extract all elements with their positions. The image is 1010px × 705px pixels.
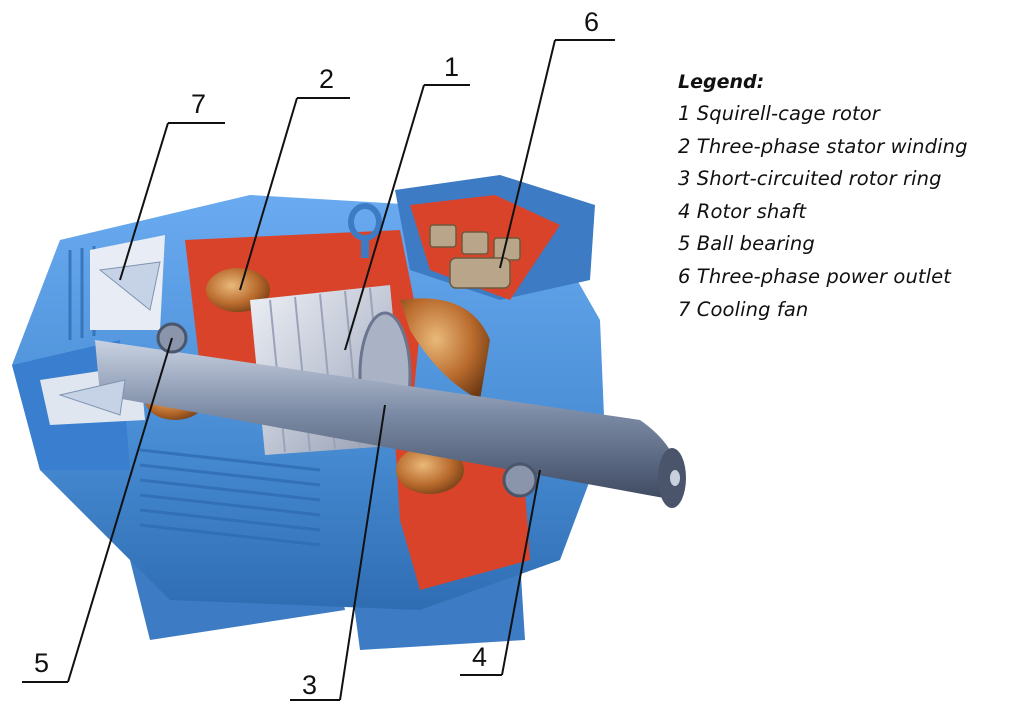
legend-item-2: 2 Three-phase stator winding [678,134,968,158]
callout-3: 3 [302,670,317,700]
callout-1: 1 [444,52,459,82]
legend-item-3: 3 Short-circuited rotor ring [678,167,942,191]
motor-illustration [12,175,686,650]
callout-2: 2 [319,64,334,94]
legend-item-6: 6 Three-phase power outlet [678,264,952,288]
legend-item-1: 1 Squirell-cage rotor [678,102,880,125]
legend-item-7: 7 Cooling fan [678,297,809,321]
callout-lines [22,39,615,701]
callout-6: 6 [584,7,599,37]
legend-item-4: 4 Rotor shaft [678,199,807,223]
callout-5: 5 [34,648,49,678]
callout-7: 7 [191,89,206,119]
legend-title: Legend: [678,71,765,93]
legend-item-5: 5 Ball bearing [678,232,815,256]
callout-4: 4 [472,642,487,672]
legend: Legend: 1 Squirell-cage rotor 2 Three-ph… [678,66,968,326]
